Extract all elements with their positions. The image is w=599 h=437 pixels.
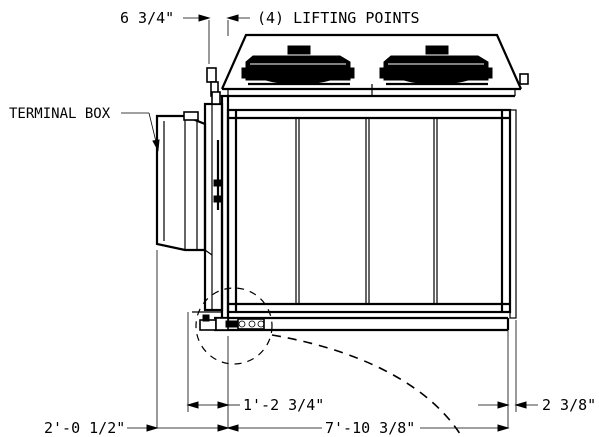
terminal-box — [155, 111, 207, 252]
dim-overall-width: 7'-10 3/8" — [325, 419, 415, 437]
coil-body — [220, 94, 517, 324]
dim-overall-left: 2'-0 1/2" — [44, 419, 125, 437]
fan-left — [241, 45, 355, 86]
dim-top-offset: 6 3/4" — [120, 9, 174, 27]
leader-lines — [121, 112, 160, 152]
lifting-point-right — [519, 73, 529, 85]
fan-right — [379, 45, 493, 86]
side-panel — [203, 91, 224, 312]
extension-lines — [156, 20, 517, 428]
base-rail — [192, 311, 510, 332]
lifting-points-label: (4) LIFTING POINTS — [257, 9, 420, 27]
terminal-box-label: TERMINAL BOX — [9, 106, 111, 122]
dim-inner-offset: 1'-2 3/4" — [243, 396, 324, 414]
dim-right-offset: 2 3/8" — [542, 396, 596, 414]
fan-housing — [220, 33, 523, 98]
corner-hardware — [199, 314, 265, 331]
dimension-lines — [127, 14, 538, 432]
detail-callout — [195, 287, 463, 437]
